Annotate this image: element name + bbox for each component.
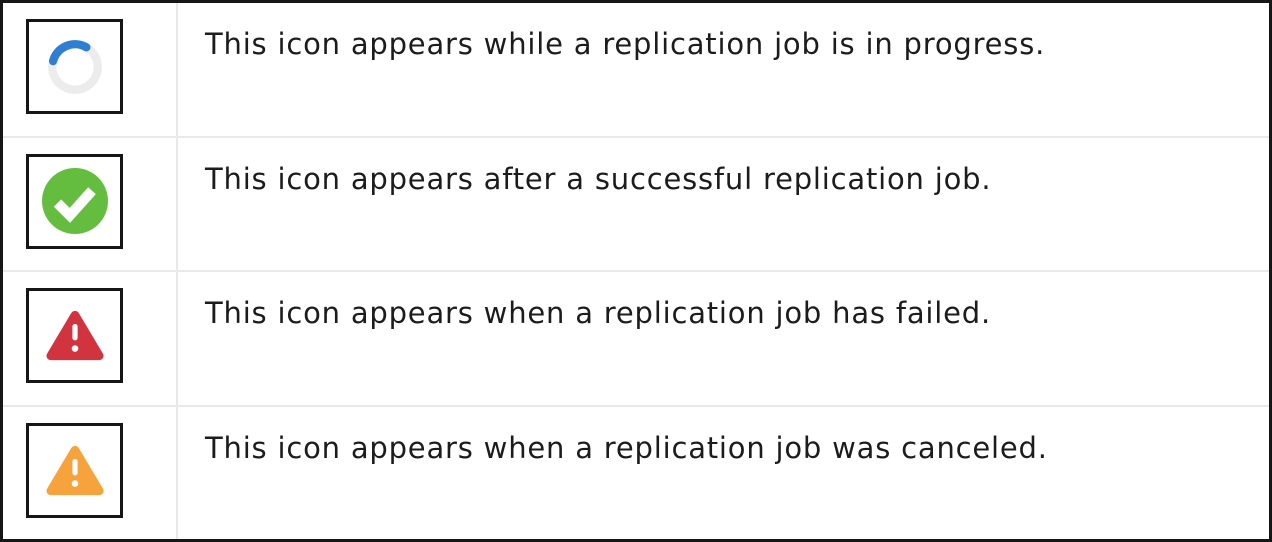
exclamation-bar (71, 323, 78, 341)
success-icon (41, 168, 108, 234)
icon-cell (3, 406, 178, 539)
icon-description: This icon appears when a replication job… (205, 430, 1048, 465)
table-row: This icon appears after a successful rep… (3, 137, 1269, 272)
icon-cell (3, 137, 178, 270)
canceled-icon (45, 445, 104, 495)
table-row: This icon appears while a replication jo… (3, 3, 1269, 138)
icon-description: This icon appears after a successful rep… (205, 161, 992, 196)
icon-box (26, 422, 123, 518)
success-circle (41, 168, 108, 234)
icon-cell (3, 272, 178, 405)
icon-box (26, 19, 123, 114)
failed-icon (45, 310, 104, 361)
check-mark (53, 187, 96, 223)
spinner-arc (48, 39, 91, 65)
spinner-icon (47, 39, 102, 94)
icon-cell (3, 3, 178, 136)
table-row: This icon appears when a replication job… (3, 272, 1269, 407)
icon-description: This icon appears while a replication jo… (205, 27, 1046, 61)
exclamation-bar (71, 458, 78, 475)
icon-box (26, 153, 123, 249)
exclamation-dot (71, 345, 78, 352)
exclamation-dot (71, 479, 78, 487)
icon-box (26, 288, 123, 383)
icon-description: This icon appears when a replication job… (205, 296, 991, 330)
table-row: This icon appears when a replication job… (3, 406, 1269, 539)
